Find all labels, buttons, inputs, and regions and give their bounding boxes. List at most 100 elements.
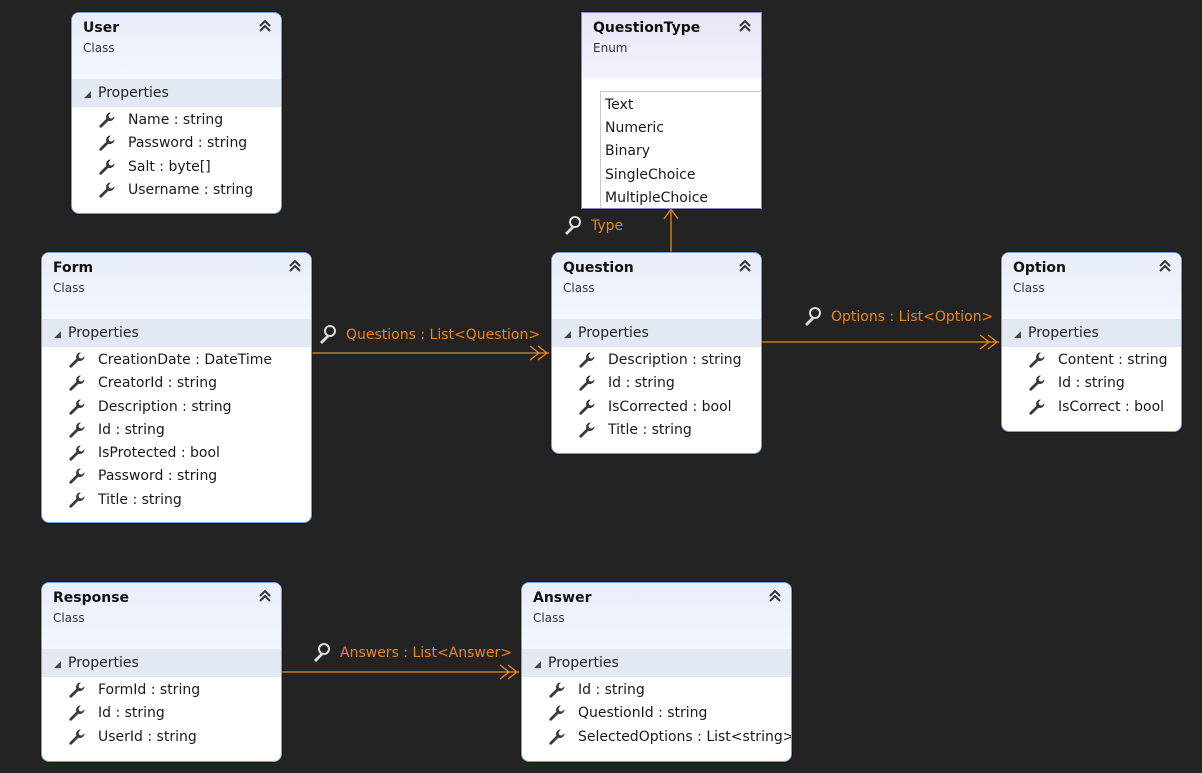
property-label: IsProtected : bool xyxy=(98,445,220,462)
properties-section-header[interactable]: ◢Properties xyxy=(1002,319,1181,347)
properties-section-header[interactable]: ◢ Properties xyxy=(552,319,761,347)
wrench-icon xyxy=(579,399,595,415)
triangle-expander-icon[interactable]: ◢ xyxy=(54,330,61,340)
wrench-icon xyxy=(69,422,85,438)
property-item[interactable]: FormId : string xyxy=(42,679,281,702)
double-chevron-up-icon[interactable] xyxy=(738,259,752,273)
wrench-icon xyxy=(69,399,85,415)
wrench-icon xyxy=(99,135,115,152)
property-item[interactable]: Id : string xyxy=(1002,372,1181,395)
property-item[interactable]: Name : string xyxy=(72,109,281,132)
wrench-icon xyxy=(549,705,565,722)
triangle-expander-icon[interactable]: ◢ xyxy=(54,660,61,670)
property-item[interactable]: Id : string xyxy=(42,702,281,725)
form-questions-connector xyxy=(312,345,549,361)
property-item[interactable]: IsProtected : bool xyxy=(42,442,311,465)
property-item[interactable]: Password : string xyxy=(72,132,281,155)
triangle-expander-icon[interactable]: ◢ xyxy=(1014,330,1021,340)
property-label: Id : string xyxy=(98,705,165,722)
properties-section-header[interactable]: ◢Properties xyxy=(72,79,281,107)
properties-section-header[interactable]: ◢ Properties xyxy=(42,319,311,347)
enum-value[interactable]: MultipleChoice xyxy=(605,189,709,206)
property-item[interactable]: UserId : string xyxy=(42,726,281,749)
question-options-connector xyxy=(762,334,999,350)
property-item[interactable]: Id : string xyxy=(42,419,311,442)
property-label: Username : string xyxy=(128,181,254,198)
wrench-icon xyxy=(579,352,595,368)
property-label: Name : string xyxy=(128,112,224,128)
enum-value[interactable]: Numeric xyxy=(605,120,664,137)
question-options-label[interactable]: Options : List<Option> xyxy=(803,306,993,328)
double-chevron-up-icon[interactable] xyxy=(738,19,752,33)
enum-value[interactable]: Binary xyxy=(605,143,650,160)
triangle-expander-icon[interactable]: ◢ xyxy=(564,330,571,340)
property-item[interactable]: IsCorrect : bool xyxy=(1002,396,1181,419)
wrench-icon xyxy=(579,375,595,392)
double-chevron-up-icon[interactable] xyxy=(1158,259,1172,273)
wrench-link-icon xyxy=(314,643,330,662)
property-item[interactable]: CreatorId : string xyxy=(42,372,311,395)
property-item[interactable]: Title : string xyxy=(42,489,311,512)
wrench-icon xyxy=(69,705,85,722)
property-item[interactable]: IsCorrected : bool xyxy=(552,396,761,419)
question-type-label[interactable]: Type xyxy=(563,215,623,237)
class-name: Question xyxy=(563,260,634,276)
property-item[interactable]: CreationDate : DateTime xyxy=(42,349,311,372)
property-item[interactable]: Description : string xyxy=(552,349,761,372)
class-stereotype: Class xyxy=(53,281,85,295)
property-item[interactable]: Description : string xyxy=(42,396,311,419)
property-item[interactable]: Title : string xyxy=(552,419,761,442)
property-item[interactable]: Id : string xyxy=(522,679,791,702)
wrench-icon xyxy=(69,682,85,698)
double-chevron-up-icon[interactable] xyxy=(768,589,782,603)
property-item[interactable]: QuestionId : string xyxy=(522,702,791,725)
question-type-connector xyxy=(663,207,679,252)
wrench-link-icon xyxy=(565,216,581,235)
property-label: Description : string xyxy=(608,352,742,368)
property-label: FormId : string xyxy=(98,682,201,698)
enum-value[interactable]: SingleChoice xyxy=(605,166,696,183)
property-item[interactable]: Username : string xyxy=(72,179,281,202)
property-item[interactable]: Content : string xyxy=(1002,349,1181,372)
response-answers-connector xyxy=(282,664,519,680)
property-item[interactable]: Id : string xyxy=(552,372,761,395)
property-item[interactable]: Password : string xyxy=(42,465,311,488)
wrench-link-icon xyxy=(320,325,336,344)
section-label: Properties xyxy=(68,325,139,341)
response-answers-label[interactable]: Answers : List<Answer> xyxy=(312,642,512,664)
double-chevron-up-icon[interactable] xyxy=(258,19,272,33)
property-label: Id : string xyxy=(578,682,645,698)
wrench-icon xyxy=(69,375,85,392)
enum-stereotype: Enum xyxy=(593,41,628,55)
property-label: IsCorrect : bool xyxy=(1058,398,1165,415)
property-item[interactable]: Salt : byte[] xyxy=(72,156,281,179)
class-name: Form xyxy=(53,260,94,276)
enum-value[interactable]: Text xyxy=(605,97,634,113)
double-chevron-up-icon[interactable] xyxy=(288,259,302,273)
triangle-expander-icon[interactable]: ◢ xyxy=(84,90,91,100)
class-name: Answer xyxy=(533,590,592,606)
wrench-icon xyxy=(99,182,115,198)
properties-section-header[interactable]: ◢Properties xyxy=(42,649,281,677)
properties-section-header[interactable]: ◢Properties xyxy=(522,649,791,677)
property-label: Description : string xyxy=(98,398,232,415)
form-questions-label[interactable]: Questions : List<Question> xyxy=(318,324,540,346)
property-label: Content : string xyxy=(1058,352,1168,368)
triangle-expander-icon[interactable]: ◢ xyxy=(534,660,541,670)
wrench-icon xyxy=(69,445,85,461)
section-label: Properties xyxy=(578,325,649,341)
property-item[interactable]: SelectedOptions : List<string> xyxy=(522,726,791,749)
double-chevron-up-icon[interactable] xyxy=(258,589,272,603)
wrench-icon xyxy=(69,352,85,368)
